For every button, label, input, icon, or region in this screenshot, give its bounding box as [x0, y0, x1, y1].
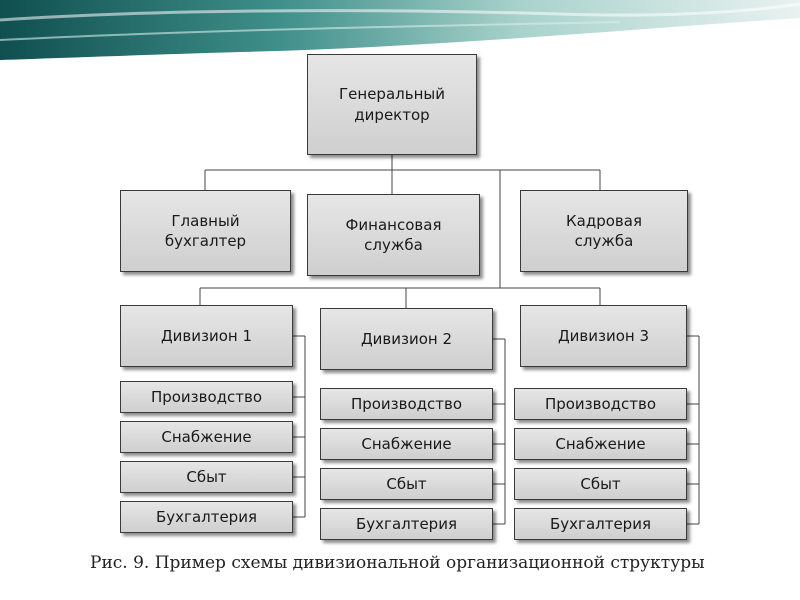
- node-div2-accounting: Бухгалтерия: [320, 508, 493, 540]
- figure-caption: Рис. 9. Пример схемы дивизиональной орга…: [90, 553, 705, 573]
- header-banner: [0, 0, 800, 60]
- node-div2-supply: Снабжение: [320, 428, 493, 460]
- node-div1-accounting: Бухгалтерия: [120, 501, 293, 533]
- node-div1-sales: Сбыт: [120, 461, 293, 493]
- node-division-2: Дивизион 2: [320, 308, 493, 370]
- node-financial-service: Финансовая служба: [307, 194, 480, 276]
- node-division-3: Дивизион 3: [520, 305, 687, 367]
- node-div1-supply: Снабжение: [120, 421, 293, 453]
- node-div2-production: Производство: [320, 388, 493, 420]
- node-div2-sales: Сбыт: [320, 468, 493, 500]
- node-div3-accounting: Бухгалтерия: [514, 508, 687, 540]
- node-chief-accountant: Главный бухгалтер: [120, 190, 291, 272]
- node-division-1: Дивизион 1: [120, 305, 293, 367]
- node-hr-service: Кадровая служба: [520, 190, 688, 272]
- node-div1-production: Производство: [120, 381, 293, 413]
- node-div3-sales: Сбыт: [514, 468, 687, 500]
- node-div3-supply: Снабжение: [514, 428, 687, 460]
- node-general-director: Генеральный директор: [307, 54, 477, 155]
- node-div3-production: Производство: [514, 388, 687, 420]
